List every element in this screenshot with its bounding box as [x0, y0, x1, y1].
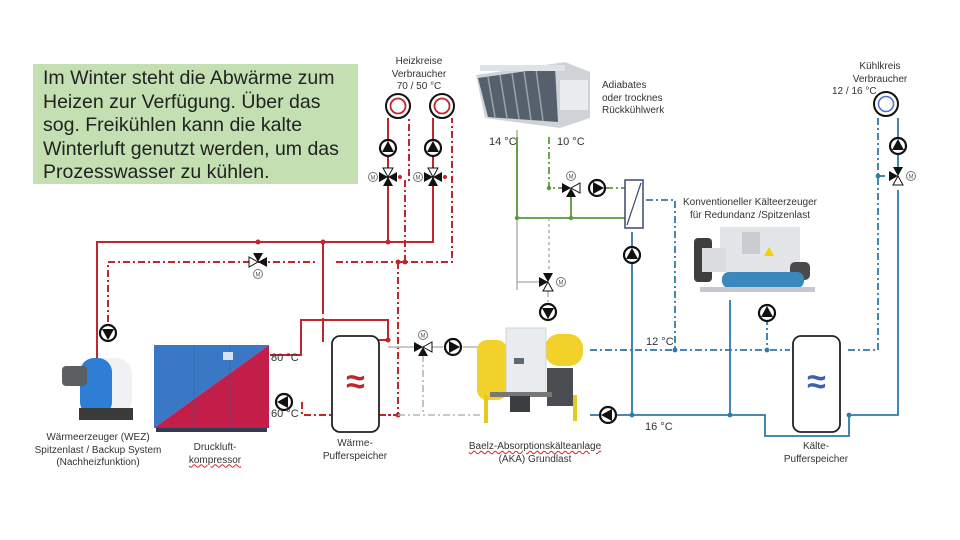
- svg-text:M: M: [569, 175, 574, 181]
- svg-text:M: M: [421, 334, 426, 340]
- label-line: (Nachheizfunktion): [56, 457, 140, 468]
- heating-consumer-2-icon: [429, 93, 455, 119]
- pump-icon: [378, 138, 398, 158]
- conventional-chiller-label: Konventioneller Kälteerzeuger für Redund…: [680, 197, 820, 222]
- conventional-chiller-image: [694, 227, 815, 292]
- cold-buffer-wave-icon: ≈: [807, 363, 826, 401]
- svg-text:M: M: [371, 176, 376, 182]
- svg-text:M: M: [256, 273, 261, 279]
- label-line: Adiabates: [602, 80, 647, 91]
- mixing-valve-icon: M: [539, 273, 566, 292]
- svg-text:M: M: [559, 281, 564, 287]
- label-line: Pufferspeicher: [322, 450, 388, 462]
- label-line: Verbraucher: [852, 73, 908, 85]
- pump-icon: [622, 245, 642, 265]
- mixing-valve-icon: M: [414, 330, 433, 356]
- mixing-valve-icon: M: [368, 167, 397, 186]
- temp-chilled-return: 16 °C: [645, 421, 673, 433]
- label-line: Verbraucher: [391, 68, 447, 80]
- label-line: 70 / 50 °C: [396, 81, 442, 92]
- cooling-consumers-temp: 12 / 16 °C: [832, 86, 877, 97]
- neutral-lines: [388, 130, 548, 348]
- pump-icon: [423, 138, 443, 158]
- cooling-consumers-label: Kühlkreis Verbraucher: [840, 61, 920, 86]
- info-box: Im Winter steht die Abwärme zum Heizen z…: [33, 64, 358, 184]
- cold-buffer-tank: [792, 335, 841, 433]
- label-line: Wärme-: [337, 438, 373, 449]
- heating-consumer-1-icon: [385, 93, 411, 119]
- mixing-valve-icon: M: [562, 171, 581, 197]
- temp-chilled-supply: 12 °C: [646, 336, 674, 348]
- label-line: Wärmeerzeuger (WEZ): [46, 432, 150, 443]
- label-line: (AKA) Grundlast: [498, 453, 572, 465]
- heating-return-lines: [107, 118, 453, 416]
- dry-cooler-image: [476, 62, 590, 128]
- heat-exchanger-icon: [624, 179, 644, 229]
- pump-icon: [98, 323, 118, 343]
- cooling-consumer-icon: [873, 91, 899, 117]
- mixing-valve-icon: M: [413, 167, 442, 186]
- heat-generator-label: Wärmeerzeuger (WEZ) Spitzenlast / Backup…: [28, 432, 168, 470]
- svg-text:M: M: [909, 175, 914, 181]
- label-line: kompressor: [188, 454, 242, 466]
- label-line: oder trocknes: [602, 92, 663, 104]
- heating-consumers-label: Heizkreise Verbraucher 70 / 50 °C: [380, 56, 458, 94]
- compressor-label: Druckluft- kompressor: [180, 442, 250, 467]
- heat-buffer-label: Wärme- Pufferspeicher: [320, 438, 390, 463]
- label-line: Konventioneller Kälteerzeuger: [683, 197, 817, 208]
- pump-icon: [587, 178, 607, 198]
- heat-buffer-wave-icon: ≈: [346, 363, 365, 401]
- temp-dry-cooler-return: 10 °C: [557, 136, 585, 148]
- mixing-valve-icon: M: [889, 167, 916, 186]
- temp-compressor-out: 80 °C: [271, 352, 299, 364]
- label-line: Druckluft-: [193, 442, 237, 453]
- pump-icon: [443, 337, 463, 357]
- svg-text:M: M: [416, 176, 421, 182]
- label-line: Heizkreise: [395, 56, 443, 67]
- absorption-chiller-label: Baelz-Absorptionskälteanlage (AKA) Grund…: [455, 441, 615, 466]
- info-box-text: Im Winter steht die Abwärme zum Heizen z…: [43, 67, 339, 183]
- heat-generator-image: [62, 358, 133, 420]
- absorption-chiller-image: [477, 327, 583, 423]
- pump-icon: [888, 136, 908, 156]
- label-line: Rückkühlwerk: [602, 105, 665, 116]
- pump-icon: [538, 302, 558, 322]
- temp-compressor-in: 60 °C: [271, 408, 299, 420]
- temp-dry-cooler-supply: 14 °C: [489, 136, 517, 148]
- heat-buffer-tank: [331, 335, 380, 433]
- label-line: Kühlkreis: [859, 61, 901, 72]
- label-line: Spitzenlast / Backup System: [34, 444, 162, 456]
- dry-cooler-label: Adiabates oder trocknes Rückkühlwerk: [602, 80, 664, 118]
- pump-icon: [757, 303, 777, 323]
- pump-icon: [598, 405, 618, 425]
- label-line: Kälte-: [802, 441, 830, 452]
- compressor-image: [154, 345, 269, 432]
- mixing-valve-icon: M: [248, 253, 267, 279]
- label-line: Pufferspeicher: [783, 453, 849, 465]
- label-line: für Redundanz /Spitzenlast: [689, 209, 811, 221]
- cold-buffer-label: Kälte- Pufferspeicher: [781, 441, 851, 466]
- label-line: Baelz-Absorptionskälteanlage: [468, 441, 602, 452]
